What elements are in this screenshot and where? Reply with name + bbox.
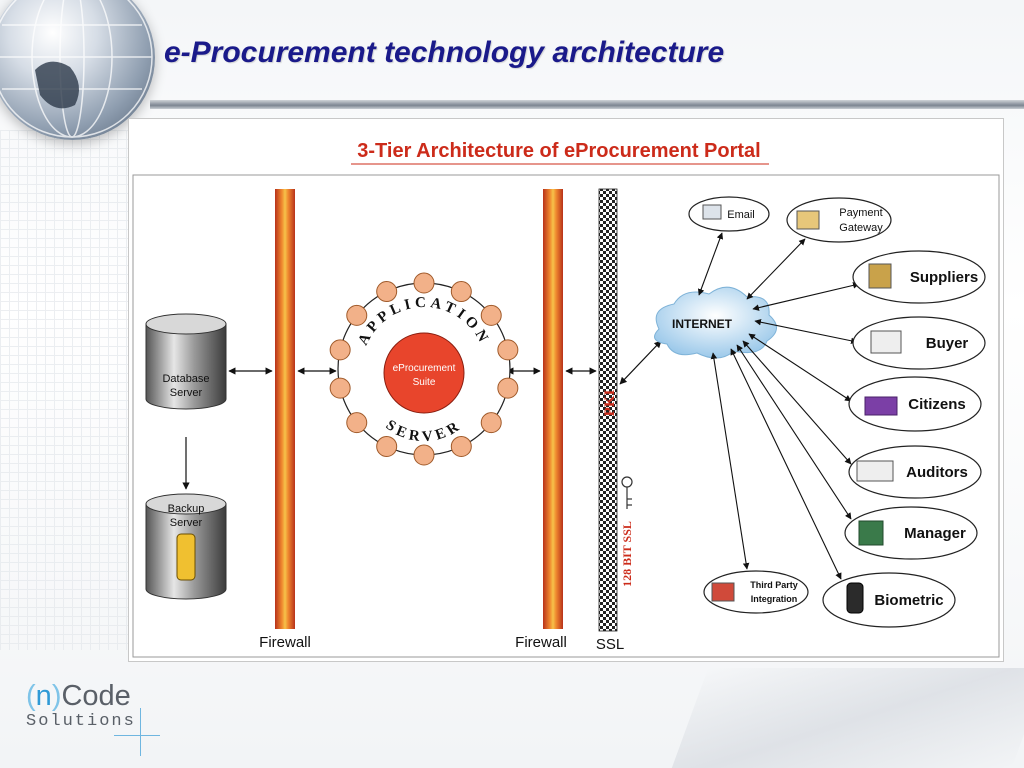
suite-label-1: eProcurement bbox=[393, 363, 456, 374]
node-email: Email bbox=[688, 196, 770, 232]
node-biometric: Biometric bbox=[822, 572, 956, 628]
key-icon bbox=[621, 476, 633, 509]
app-server-bead bbox=[329, 339, 351, 361]
ssl-bit-label: 128 BIT SSL bbox=[620, 521, 634, 587]
citizens-label: Citizens bbox=[908, 396, 966, 413]
biometric-label: Biometric bbox=[874, 592, 943, 609]
logo-paren-open: ( bbox=[26, 680, 36, 712]
logo-wordmark: (n)Code bbox=[26, 680, 136, 712]
backup-server-label-2: Server bbox=[170, 517, 203, 529]
manager-label: Manager bbox=[904, 525, 966, 542]
node-third-party: Third Party Integration bbox=[703, 570, 809, 614]
pen-decoration bbox=[671, 668, 1024, 768]
logo-crosshair-horizontal bbox=[114, 735, 160, 736]
app-server-bead bbox=[497, 377, 519, 399]
database-server: Database Server bbox=[145, 313, 227, 410]
title-divider bbox=[150, 100, 1024, 109]
globe-logo bbox=[0, 0, 155, 140]
app-server-bead bbox=[497, 339, 519, 361]
internet-spokes bbox=[697, 232, 860, 580]
payment-icon bbox=[796, 210, 820, 230]
biometric-icon bbox=[846, 582, 864, 614]
backup-server-label-1: Backup bbox=[168, 503, 205, 515]
suite-label-2: Suite bbox=[413, 377, 436, 388]
logo-paren-close: ) bbox=[51, 680, 62, 712]
app-server-bead bbox=[450, 435, 472, 457]
app-server-bead bbox=[413, 272, 435, 294]
third-party-label-1: Third Party bbox=[750, 580, 798, 590]
slide-title: e-Procurement technology architecture bbox=[164, 36, 725, 69]
spoke-email bbox=[697, 232, 724, 296]
payment-label-2: Gateway bbox=[839, 222, 883, 234]
firewall-left-bar bbox=[275, 189, 295, 629]
app-server-bead bbox=[376, 281, 398, 303]
logo-n: n bbox=[35, 680, 52, 712]
app-server-bead bbox=[346, 304, 368, 326]
logo-crosshair-vertical bbox=[140, 708, 141, 756]
spoke-suppliers bbox=[752, 282, 860, 311]
suppliers-icon bbox=[868, 263, 892, 289]
email-label: Email bbox=[727, 209, 755, 221]
logo-solutions: Solutions bbox=[26, 712, 136, 731]
payment-label-1: Payment bbox=[839, 207, 882, 219]
manager-icon bbox=[858, 520, 884, 546]
node-auditors: Auditors bbox=[848, 445, 982, 499]
citizens-icon bbox=[864, 396, 898, 416]
node-citizens: Citizens bbox=[848, 376, 982, 432]
app-server-bead bbox=[480, 304, 502, 326]
eprocurement-suite-circle bbox=[383, 332, 465, 414]
app-server-bead bbox=[376, 435, 398, 457]
background-grid bbox=[0, 130, 130, 650]
node-buyer: Buyer bbox=[852, 316, 986, 370]
node-suppliers: Suppliers bbox=[852, 250, 986, 304]
diagram-heading: 3-Tier Architecture of eProcurement Port… bbox=[357, 140, 760, 162]
third-party-icon bbox=[711, 582, 735, 602]
application-server: APPLICATION SERVER eProcurement Suite bbox=[329, 272, 519, 466]
buyer-label: Buyer bbox=[926, 335, 969, 352]
app-server-beads bbox=[329, 272, 519, 466]
node-payment-gateway: Payment Gateway bbox=[786, 197, 892, 243]
auditors-icon bbox=[856, 460, 894, 482]
ssl-bar bbox=[598, 188, 618, 632]
spoke-third-party bbox=[710, 352, 750, 570]
pki-label: PKI bbox=[602, 390, 618, 417]
database-server-label-1: Database bbox=[162, 373, 209, 385]
backup-server: Backup Server bbox=[145, 493, 227, 600]
third-party-label-2: Integration bbox=[751, 594, 798, 604]
ssl-internet-arrow bbox=[619, 340, 662, 385]
app-server-bead bbox=[480, 412, 502, 434]
ssl-label: SSL bbox=[596, 636, 624, 653]
app-server-bead bbox=[413, 444, 435, 466]
architecture-diagram: 3-Tier Architecture of eProcurement Port… bbox=[128, 118, 1004, 662]
logo-code: Code bbox=[61, 680, 131, 712]
diagram-svg: 3-Tier Architecture of eProcurement Port… bbox=[132, 140, 1000, 658]
buyer-icon bbox=[870, 330, 902, 354]
node-manager: Manager bbox=[844, 506, 978, 560]
firewall-left-label: Firewall bbox=[259, 634, 311, 651]
suppliers-label: Suppliers bbox=[910, 269, 978, 286]
auditors-label: Auditors bbox=[906, 464, 968, 481]
ncode-logo: (n)Code Solutions bbox=[26, 680, 136, 731]
database-server-label-2: Server bbox=[170, 387, 203, 399]
app-server-bead bbox=[450, 281, 472, 303]
app-server-bead bbox=[346, 412, 368, 434]
backup-tape-icon bbox=[176, 533, 196, 581]
internet-label: INTERNET bbox=[672, 317, 733, 331]
firewall-right-bar bbox=[543, 189, 563, 629]
firewall-right-label: Firewall bbox=[515, 634, 567, 651]
app-server-bead bbox=[329, 377, 351, 399]
email-icon bbox=[702, 204, 722, 220]
